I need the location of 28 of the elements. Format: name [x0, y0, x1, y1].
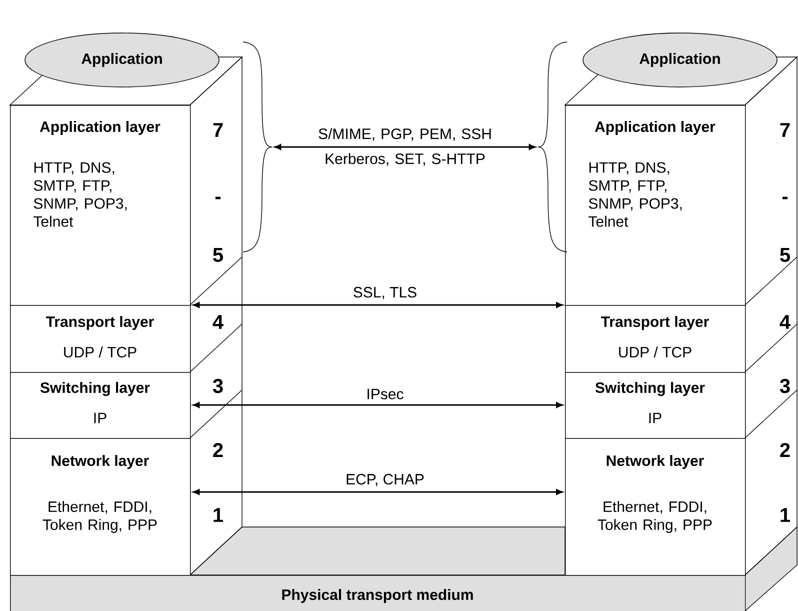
layer-number: 7: [780, 123, 790, 137]
layer-number: -: [215, 196, 221, 200]
edge-label: IPsec: [364, 387, 406, 401]
layer-number: 4: [212, 315, 224, 329]
edge-label: S/MIME, PGP, PEM, SSH Kerberos, SET, S-HTTP: [318, 128, 491, 166]
arrow: [274, 144, 536, 150]
curly-brace: [242, 42, 272, 252]
layer-box: Switching layer IP: [565, 372, 746, 439]
curly-brace: [538, 42, 568, 252]
layer-number: 7: [213, 123, 223, 137]
edge-label: SSL, TLS: [351, 285, 419, 301]
layer-box: Switching layer IP: [10, 372, 191, 439]
arrow: [193, 302, 563, 308]
layer-number: 5: [780, 248, 790, 262]
layer-number: 3: [212, 378, 223, 394]
layer-number: 2: [780, 443, 790, 457]
layer-number: 4: [780, 315, 790, 329]
layer-box: Transport layer UDP / TCP: [10, 305, 191, 373]
layer-number: 1: [780, 508, 790, 522]
arrow: [193, 402, 563, 408]
layer-number: 1: [214, 508, 224, 522]
edge-label: ECP, CHAP: [344, 472, 426, 488]
arrow: [193, 489, 563, 495]
layer-box: Transport layer UDP / TCP: [565, 305, 746, 373]
layer-number: -: [782, 196, 788, 200]
layer-number: 2: [213, 443, 223, 457]
layer-number: 5: [213, 248, 224, 262]
layer-number: 3: [780, 378, 790, 394]
